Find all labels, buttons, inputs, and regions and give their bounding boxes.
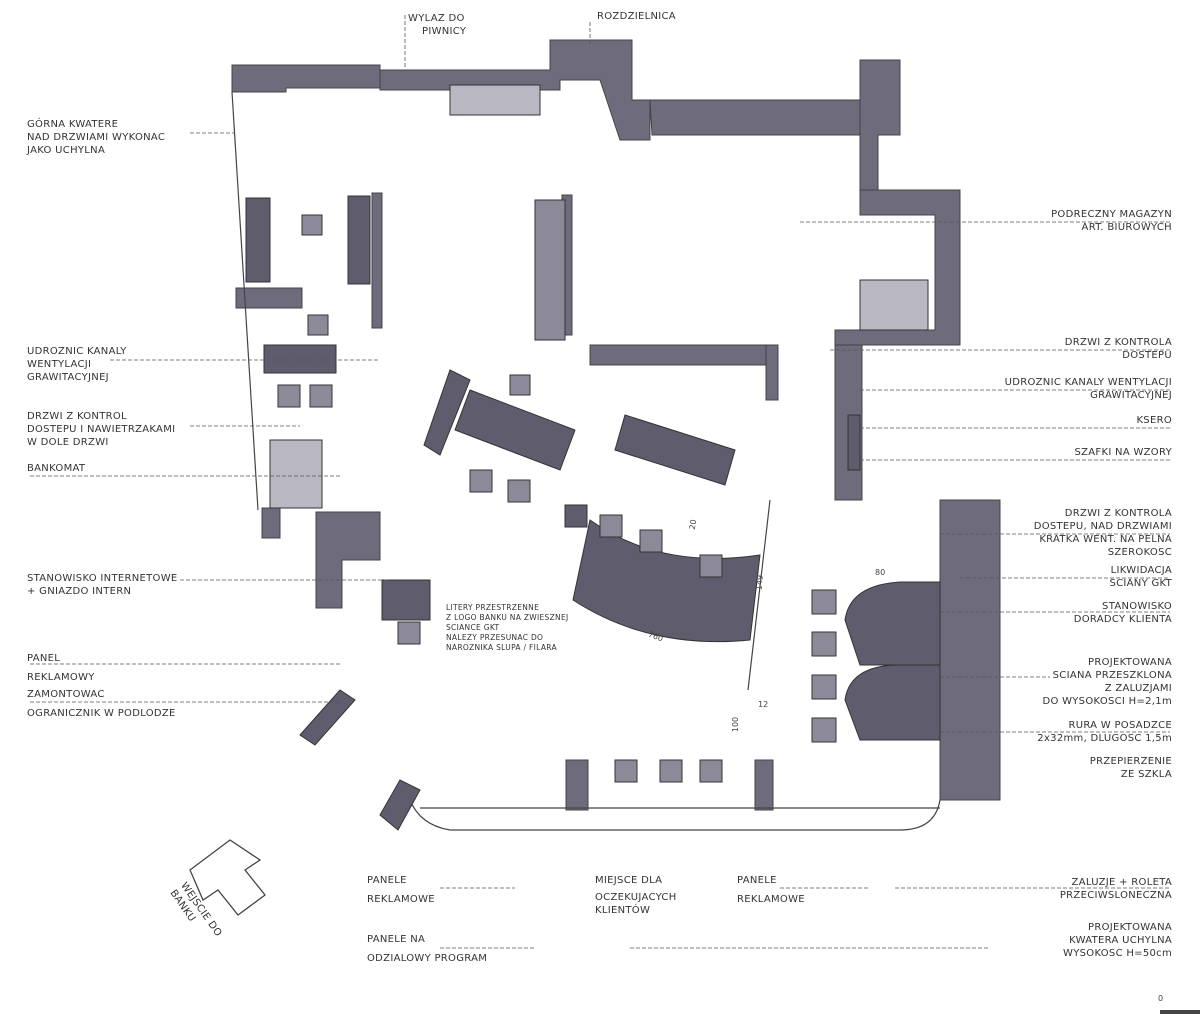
scale-zero: 0 xyxy=(1158,994,1164,1003)
internet-station xyxy=(381,579,431,621)
label-cabinets: SZAFKI NA WZORY xyxy=(1074,447,1172,458)
left-facade xyxy=(231,91,259,511)
dim-100: 100 xyxy=(731,716,741,733)
walls xyxy=(231,39,1001,811)
bottom-col-2 xyxy=(754,759,774,811)
dim-149: 149 xyxy=(754,574,765,591)
leader-lines xyxy=(30,15,1170,949)
wall-storage-right xyxy=(834,189,961,346)
wall-top-corner xyxy=(859,59,901,191)
advisor-desk-1 xyxy=(844,581,941,666)
wc-block xyxy=(534,199,566,341)
pillar xyxy=(564,504,588,528)
label-copier: KSERO xyxy=(1136,415,1172,426)
partition-wc xyxy=(589,344,771,366)
panel-entry xyxy=(379,779,421,831)
dim-20: 20 xyxy=(687,518,699,531)
column-left-1 xyxy=(235,287,303,309)
desk-3 xyxy=(263,344,337,374)
chairs xyxy=(277,214,837,783)
advisor-desk-2 xyxy=(844,664,941,741)
wall-right-lower xyxy=(939,499,1001,801)
wall-top-right xyxy=(649,99,861,136)
counter-1 xyxy=(423,369,471,456)
counter-3 xyxy=(614,414,736,486)
counter-curved xyxy=(572,519,761,643)
dim-12: 12 xyxy=(758,700,769,709)
wall-top-left xyxy=(231,64,381,93)
glass-wall xyxy=(747,499,771,691)
desk-1 xyxy=(245,197,271,283)
counter-2 xyxy=(454,389,576,471)
panel-left xyxy=(299,689,356,746)
label-internet-station: STANOWISKO INTERNETOWE+ GNIAZDO INTERN xyxy=(27,573,178,597)
label-switchboard: ROZDZIELNICA xyxy=(597,11,676,22)
cellar-hatch xyxy=(449,84,541,116)
kser xyxy=(847,414,861,471)
dim-80: 80 xyxy=(875,568,886,577)
bottom-window-line xyxy=(409,799,941,831)
partition-right xyxy=(765,344,779,401)
column-left-2 xyxy=(261,507,281,539)
label-atm: BANKOMAT xyxy=(27,463,86,474)
scale-bar xyxy=(1160,1010,1200,1014)
desk-2 xyxy=(347,195,371,285)
bottom-col-1 xyxy=(565,759,589,811)
atm xyxy=(269,439,323,509)
column-left-3 xyxy=(315,511,381,609)
entrance-arrow xyxy=(189,839,266,916)
partition-1 xyxy=(371,192,383,329)
storage-shelf xyxy=(859,279,929,331)
